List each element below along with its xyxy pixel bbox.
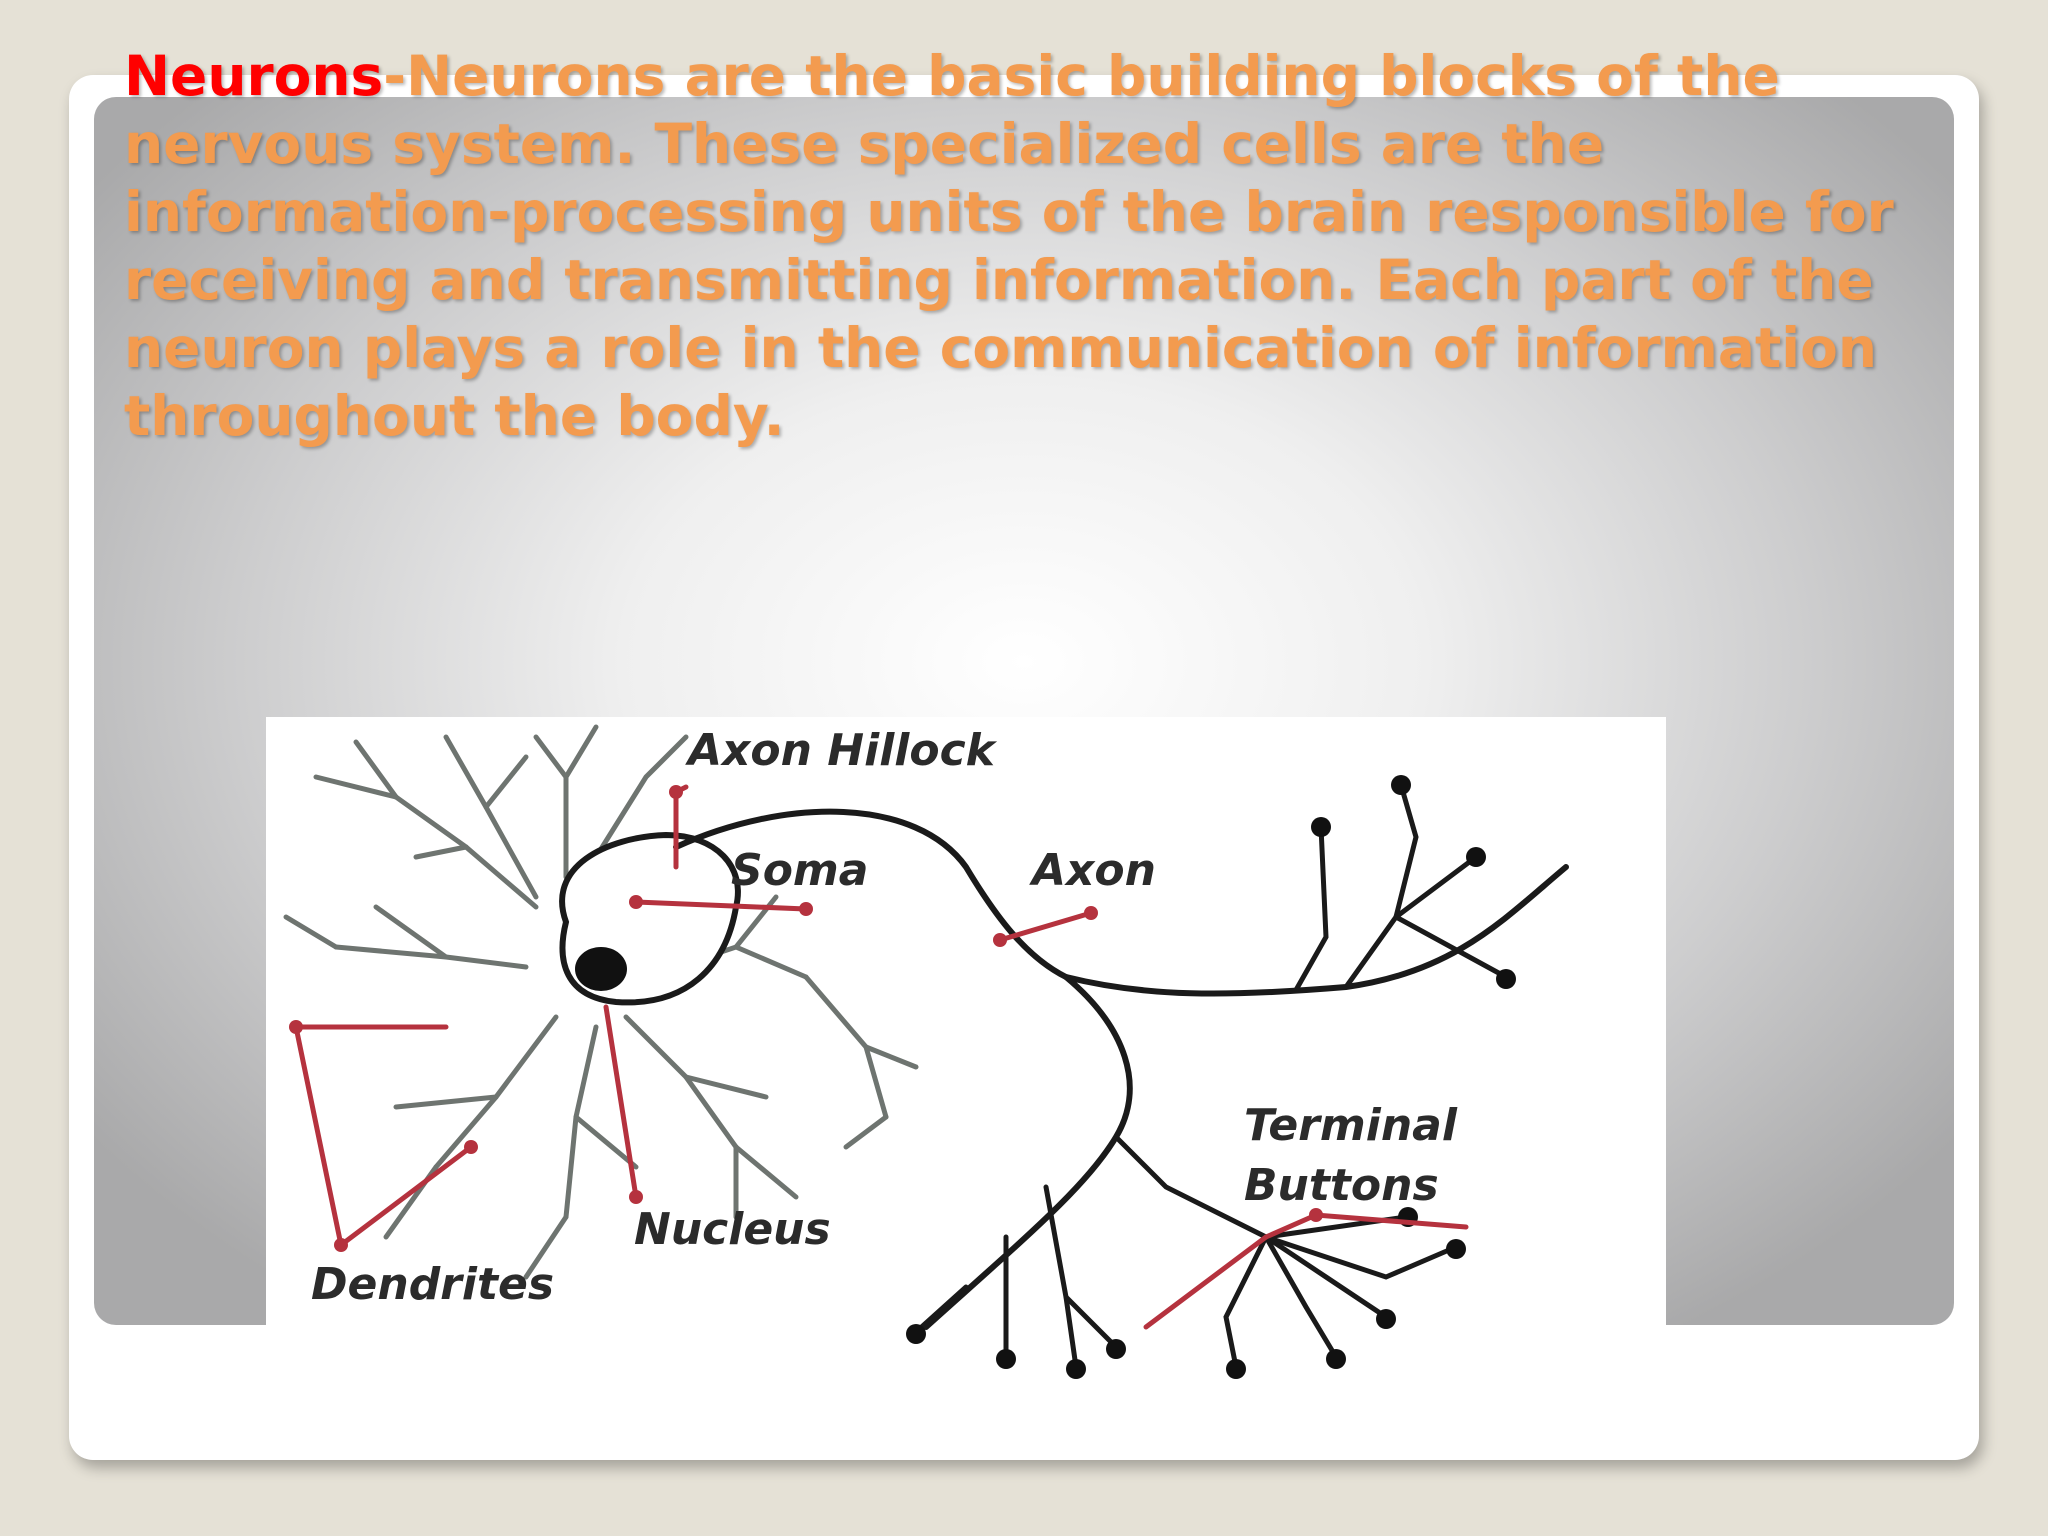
diagram-white-bg-overflow (736, 1325, 1496, 1397)
axon-terminal-branches (913, 782, 1509, 1370)
slide-term: Neurons (124, 44, 384, 108)
neuron-diagram-svg: Axon Hillock Soma Axon Terminal Buttons … (266, 717, 1666, 1397)
slide-body-text: Neurons-Neurons are the basic building b… (124, 42, 1924, 450)
slide-definition: Neurons are the basic building blocks of… (124, 44, 1894, 448)
label-nucleus: Nucleus (634, 1204, 831, 1255)
pointer-endpoints (289, 785, 1323, 1252)
neuron-diagram: Axon Hillock Soma Axon Terminal Buttons … (266, 717, 1666, 1397)
terminal-button-dots (906, 775, 1516, 1379)
label-buttons: Buttons (1244, 1160, 1439, 1211)
label-dendrites: Dendrites (311, 1259, 554, 1310)
term-separator: - (383, 44, 407, 108)
nucleus-dot (575, 947, 627, 991)
dendrite-branches (283, 724, 919, 1280)
label-soma: Soma (731, 845, 868, 896)
label-axon: Axon (1029, 845, 1156, 896)
diagram-white-bg (266, 717, 1666, 1325)
label-terminal: Terminal (1244, 1100, 1458, 1151)
label-axon-hillock: Axon Hillock (685, 725, 998, 776)
